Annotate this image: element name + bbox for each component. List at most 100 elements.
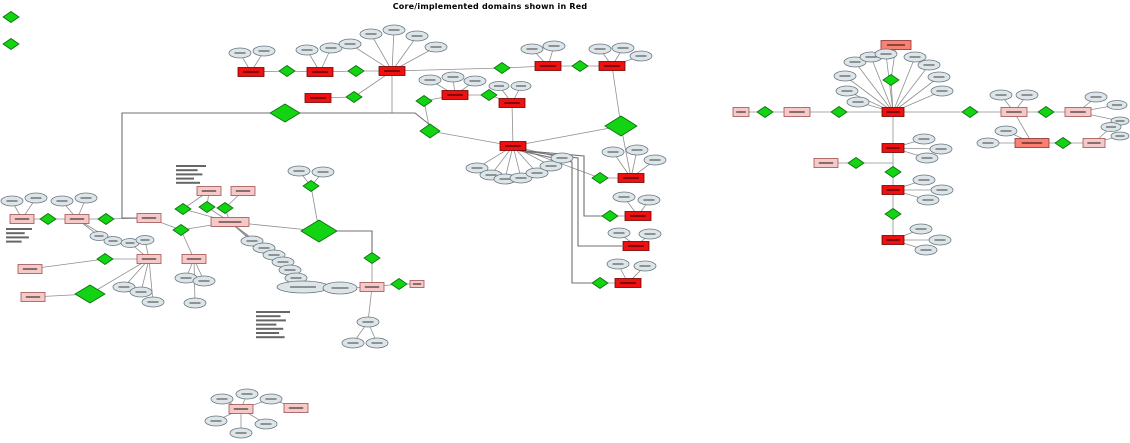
highlight-entity-node bbox=[1014, 138, 1050, 148]
attribute-text-line bbox=[6, 232, 25, 235]
entity-node bbox=[181, 254, 207, 264]
entity-node bbox=[409, 280, 425, 288]
attribute-ellipse bbox=[638, 228, 662, 240]
node-label-smudge bbox=[934, 239, 946, 241]
entity-node bbox=[136, 254, 162, 264]
relationship-diamond bbox=[278, 65, 296, 77]
node-label-smudge bbox=[241, 393, 253, 395]
attribute-ellipse bbox=[928, 234, 952, 246]
diagram-title: Core/implemented domains shown in Red bbox=[392, 2, 588, 11]
core-entity-node bbox=[499, 141, 527, 151]
node-label-smudge bbox=[22, 268, 38, 270]
node-label-smudge bbox=[141, 217, 157, 219]
node-label-smudge bbox=[494, 85, 504, 87]
node-label-smudge bbox=[607, 151, 619, 153]
edge-line bbox=[611, 65, 622, 127]
entity-node bbox=[210, 217, 250, 227]
node-label-smudge bbox=[1087, 142, 1101, 144]
node-label-smudge bbox=[504, 102, 520, 104]
node-label-smudge bbox=[540, 65, 556, 67]
relationship-diamond bbox=[415, 95, 433, 107]
node-label-smudge bbox=[140, 239, 150, 241]
node-label-smudge bbox=[210, 420, 222, 422]
node-label-smudge bbox=[516, 85, 526, 87]
node-label-smudge bbox=[265, 398, 277, 400]
core-entity-node bbox=[598, 61, 626, 71]
node-label-smudge bbox=[1112, 104, 1122, 106]
node-label-smudge bbox=[258, 50, 270, 52]
relationship-diamond bbox=[198, 201, 216, 213]
attribute-ellipse-wide bbox=[322, 281, 358, 295]
attribute-ellipse bbox=[463, 75, 487, 87]
entity-node bbox=[9, 214, 35, 224]
relationship-diamond bbox=[2, 11, 20, 23]
attribute-ellipse bbox=[927, 71, 951, 83]
node-label-smudge bbox=[630, 215, 646, 217]
relationship-diamond bbox=[601, 210, 619, 222]
node-label-smudge bbox=[198, 280, 210, 282]
node-label-smudge bbox=[471, 167, 483, 169]
node-label-smudge bbox=[301, 49, 313, 51]
node-label-smudge bbox=[631, 149, 643, 151]
relationship-diamond bbox=[2, 38, 20, 50]
node-label-smudge bbox=[526, 48, 538, 50]
core-entity-node bbox=[614, 278, 642, 288]
relationship-diamond bbox=[97, 213, 115, 225]
attribute-ellipse bbox=[356, 316, 380, 328]
attribute-ellipse bbox=[1110, 131, 1130, 141]
attribute-ellipse bbox=[359, 28, 383, 40]
edge-line bbox=[512, 125, 622, 147]
attribute-ellipse bbox=[916, 194, 940, 206]
node-label-smudge bbox=[839, 75, 851, 77]
attribute-ellipse bbox=[418, 74, 442, 86]
node-label-smudge bbox=[922, 199, 934, 201]
node-label-smudge bbox=[644, 233, 656, 235]
edge-line bbox=[29, 258, 106, 270]
attribute-ellipse bbox=[625, 144, 649, 156]
attribute-ellipse bbox=[341, 337, 365, 349]
attribute-ellipse bbox=[929, 143, 953, 155]
node-label-smudge bbox=[325, 47, 337, 49]
node-label-smudge bbox=[1021, 142, 1043, 144]
edge-line bbox=[511, 102, 514, 147]
node-label-smudge bbox=[258, 247, 270, 249]
entity-node bbox=[813, 158, 839, 168]
attribute-ellipse bbox=[319, 42, 343, 54]
attribute-ellipse bbox=[611, 42, 635, 54]
relationship-diamond bbox=[216, 202, 234, 214]
attribute-text-line bbox=[176, 165, 206, 167]
attribute-ellipse bbox=[874, 48, 898, 60]
node-label-smudge bbox=[880, 53, 892, 55]
node-label-smudge bbox=[485, 174, 497, 176]
node-label-smudge bbox=[499, 178, 511, 180]
attribute-ellipse bbox=[295, 44, 319, 56]
entity-node bbox=[17, 264, 43, 274]
node-label-smudge bbox=[312, 71, 328, 73]
edge-line bbox=[391, 67, 503, 72]
core-entity-node bbox=[881, 143, 905, 153]
relationship-diamond-large bbox=[604, 115, 638, 137]
node-label-smudge bbox=[365, 33, 377, 35]
entity-node bbox=[283, 403, 309, 413]
relationship-diamond-large bbox=[269, 103, 301, 123]
attribute-ellipse bbox=[915, 152, 939, 164]
node-label-smudge bbox=[620, 282, 636, 284]
node-label-smudge bbox=[94, 235, 104, 237]
node-label-smudge bbox=[344, 43, 356, 45]
node-label-smudge bbox=[424, 79, 436, 81]
relationship-diamond bbox=[882, 74, 900, 86]
node-label-smudge bbox=[108, 240, 118, 242]
node-label-smudge bbox=[284, 269, 296, 271]
attribute-ellipse bbox=[976, 137, 1000, 149]
core-entity-node bbox=[306, 67, 334, 77]
entity-node bbox=[359, 282, 385, 292]
node-label-smudge bbox=[216, 398, 228, 400]
node-label-smudge bbox=[852, 101, 864, 103]
relationship-diamond bbox=[302, 180, 320, 192]
entity-node bbox=[64, 214, 90, 224]
attribute-text-line bbox=[256, 315, 281, 318]
attribute-ellipse bbox=[542, 40, 566, 52]
attribute-ellipse bbox=[1084, 91, 1108, 103]
edge-line bbox=[391, 29, 395, 72]
attribute-ellipse bbox=[917, 59, 941, 71]
